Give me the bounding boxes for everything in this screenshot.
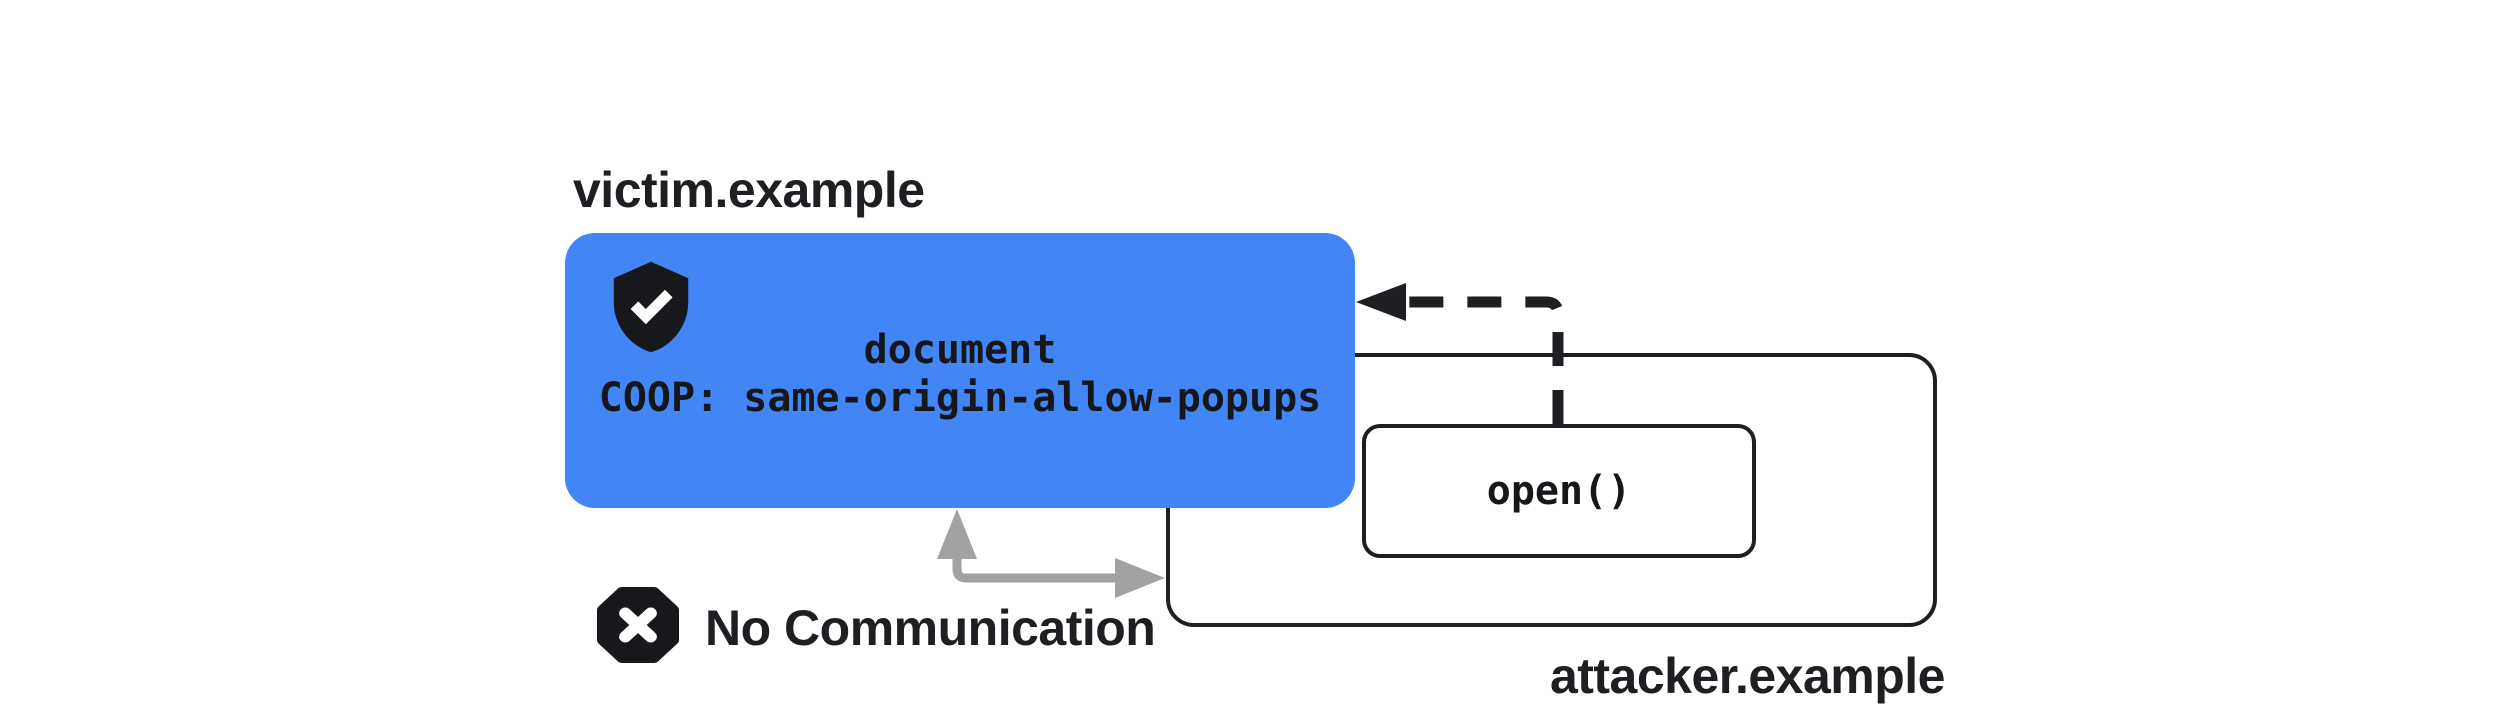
victim-document-text: document COOP: same-origin-allow-popups xyxy=(565,233,1355,508)
victim-document-box: document COOP: same-origin-allow-popups xyxy=(565,233,1355,508)
victim-domain-label: victim.example xyxy=(573,162,925,218)
open-call-box: open() xyxy=(1362,424,1756,558)
document-label: document xyxy=(863,326,1057,373)
attacker-domain-label: attacker.example xyxy=(1549,648,1946,704)
coop-header-value: COOP: same-origin-allow-popups xyxy=(598,374,1322,421)
x-octagon-icon xyxy=(597,587,679,663)
no-communication-label: No Communication xyxy=(705,600,1156,656)
shield-check-icon xyxy=(613,261,689,353)
no-communication-arrow xyxy=(937,509,1165,598)
open-call-label: open() xyxy=(1486,468,1632,514)
